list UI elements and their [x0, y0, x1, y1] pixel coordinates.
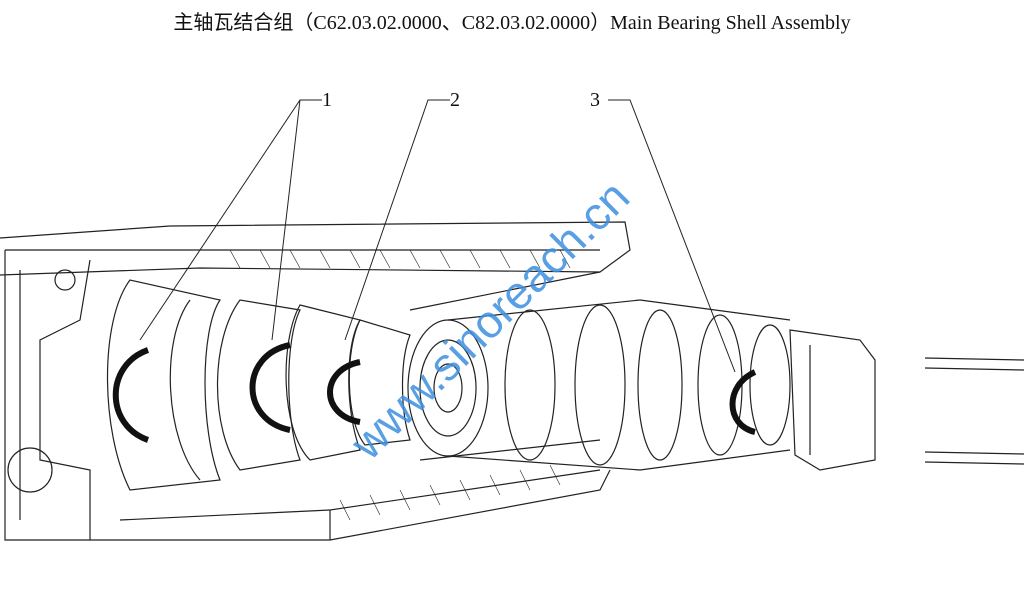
watermark: www.sinoreach.cn [340, 170, 640, 470]
diagram-title: 主轴瓦结合组（C62.03.02.0000、C82.03.02.0000）Mai… [173, 12, 851, 34]
bearing-shell [112, 347, 150, 443]
callout-1: 1 [322, 89, 332, 111]
callout-2: 2 [450, 89, 460, 111]
crankshaft [407, 299, 1024, 471]
callout-leaders [139, 99, 736, 373]
bearing-shells [112, 342, 757, 443]
bearing-shell [249, 342, 291, 433]
bearing-shell [729, 369, 757, 435]
bearing-shell [327, 359, 361, 425]
callout-3: 3 [590, 89, 600, 111]
